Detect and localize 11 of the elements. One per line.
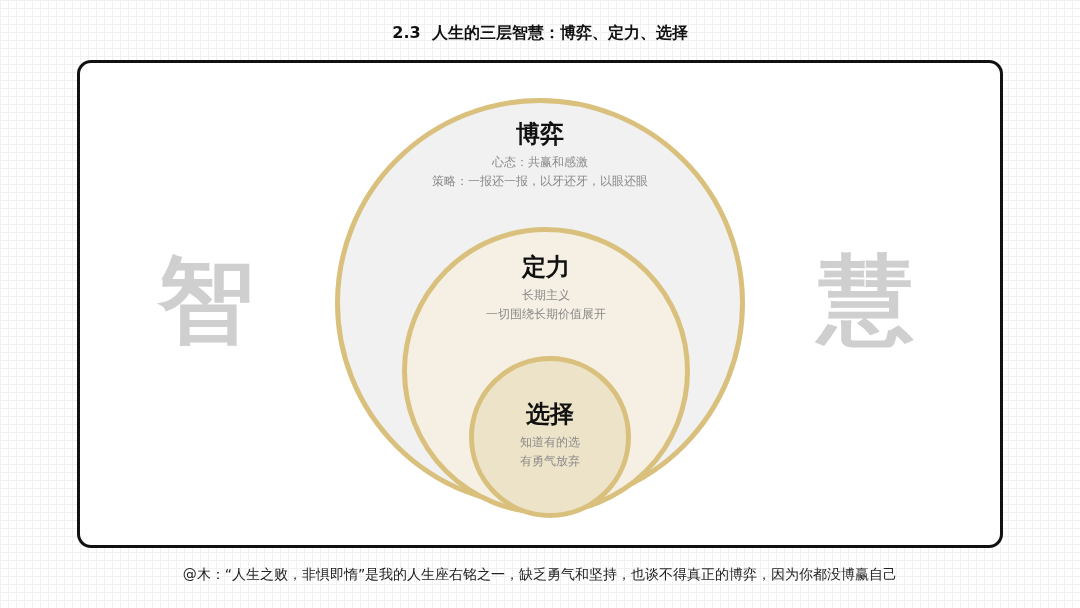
circle-heading: 博弈 bbox=[516, 120, 564, 149]
title: 2.3 人生的三层智慧：博弈、定力、选择 bbox=[391, 23, 689, 44]
circle-heading: 选择 bbox=[526, 400, 574, 429]
circle-text: 知道有的选 bbox=[520, 433, 580, 451]
circle-text: 一切围绕长期价值展开 bbox=[486, 306, 606, 323]
caption: @木：“人生之败，非惧即惰”是我的人生座右铭之一，缺乏勇气和坚持，也谈不得真正的博弈，因为你都没博赢自己 bbox=[181, 566, 899, 584]
circle-heading: 定力 bbox=[522, 253, 570, 282]
circle-text: 长期主义 bbox=[522, 286, 570, 304]
circle-text: 策略：一报还一报，以牙还牙，以眼还眼 bbox=[432, 173, 648, 190]
circle-text: 有勇气放弃 bbox=[520, 453, 580, 470]
circle-text: 心态：共赢和感激 bbox=[492, 153, 588, 171]
